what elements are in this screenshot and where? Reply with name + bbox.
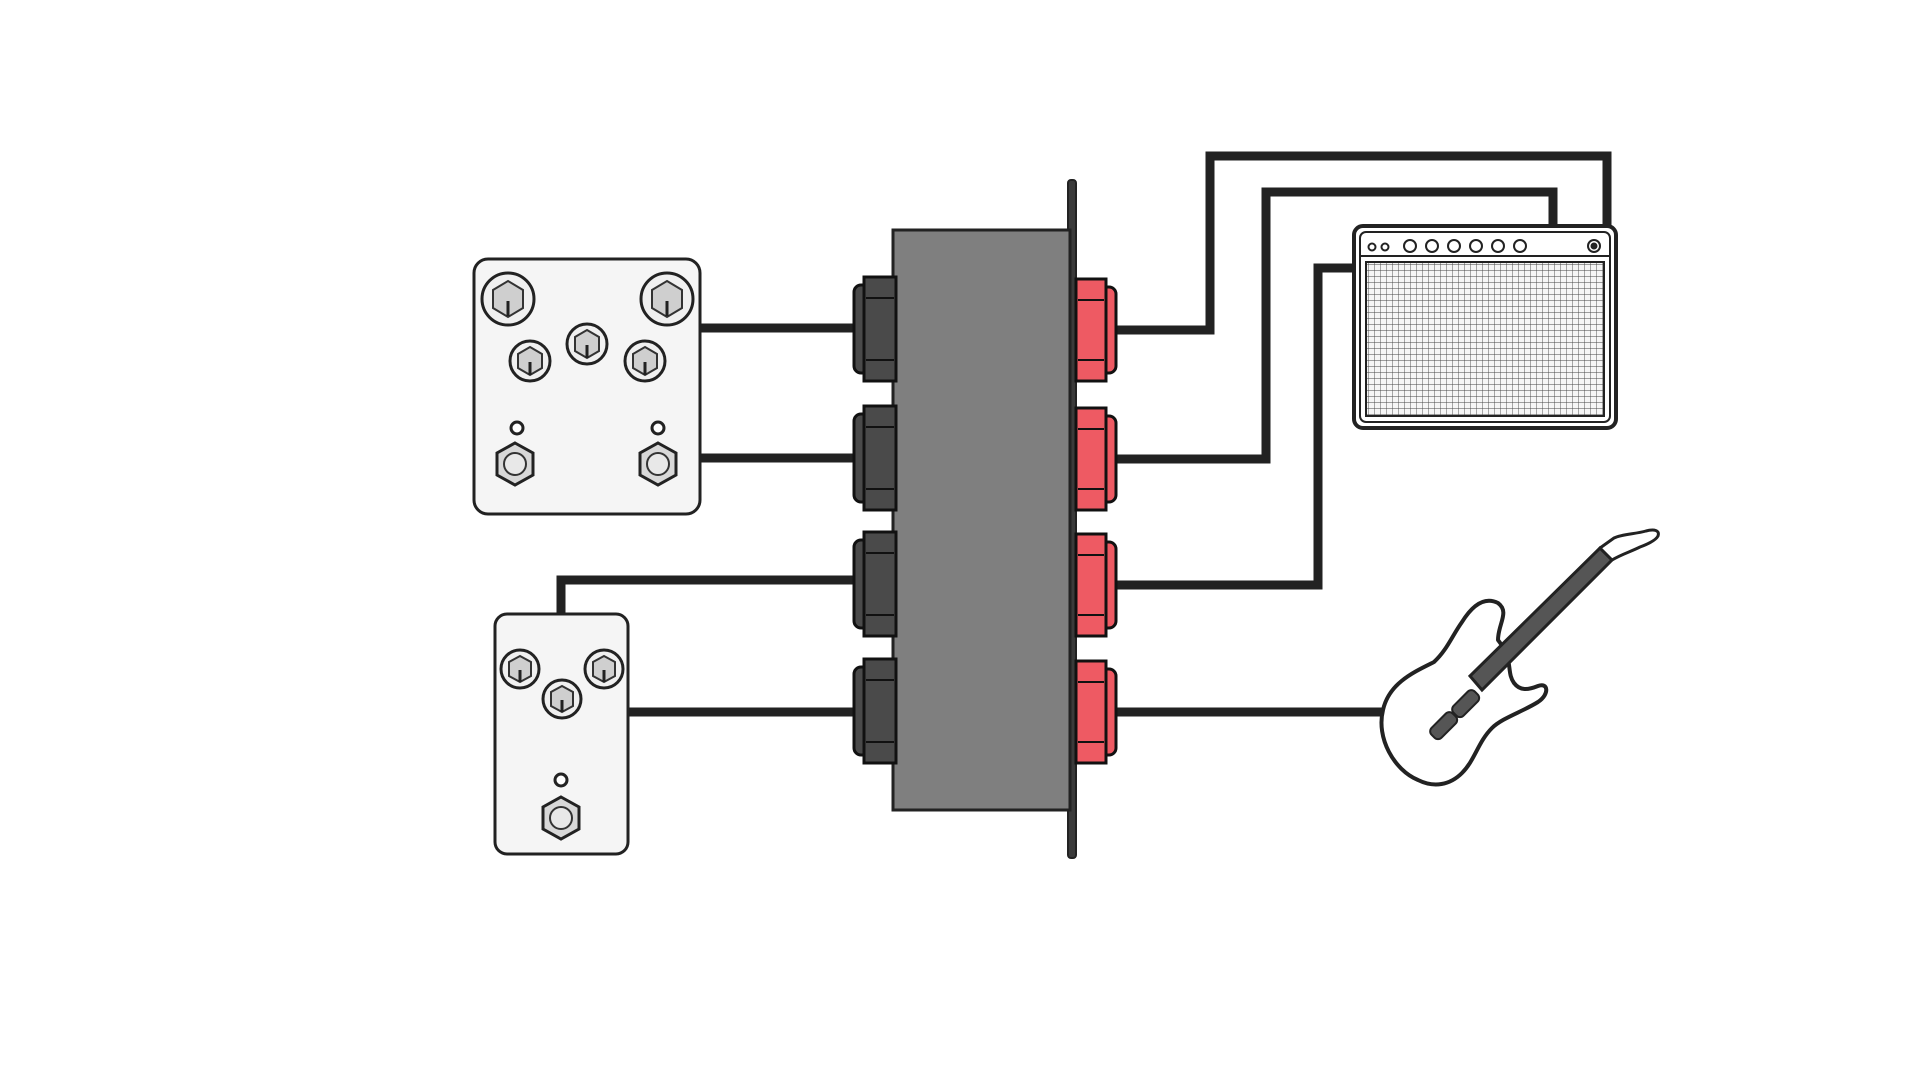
led-icon <box>509 420 525 436</box>
input-jack-icon <box>852 404 898 512</box>
amp-knob-icon <box>1513 239 1527 253</box>
amp-inner-border <box>1359 231 1611 423</box>
input-jack-icon <box>852 657 898 765</box>
knob-icon <box>623 339 667 383</box>
output-jack-icon <box>1074 659 1118 765</box>
knob-icon <box>541 678 583 720</box>
single-effects-pedal-icon <box>493 612 630 856</box>
amp-control-panel <box>1367 239 1601 253</box>
footswitch-icon <box>638 441 678 487</box>
knob-icon <box>565 322 609 366</box>
amp-knob-icon <box>1447 239 1461 253</box>
input-jack-small-icon <box>1380 242 1390 252</box>
patch-bay-icon <box>852 179 1118 859</box>
knob-icon <box>508 339 552 383</box>
guitar-headstock <box>1598 528 1660 562</box>
output-jack-icon <box>1074 532 1118 638</box>
led-icon <box>553 772 569 788</box>
amp-knob-icon <box>1425 239 1439 253</box>
guitar-pickup-icon <box>1429 711 1459 741</box>
speaker-grille <box>1365 261 1605 417</box>
guitar-amp-icon <box>1352 224 1618 430</box>
output-jack-icon <box>1074 406 1118 512</box>
cable-output-1-to-amp <box>1110 151 1612 335</box>
cable-output-2-to-amp <box>1110 187 1558 464</box>
cable-small-pedal-top-to-input-3 <box>556 575 858 616</box>
guitar-body <box>1379 598 1549 787</box>
input-jack-icon <box>852 275 898 383</box>
dual-effects-pedal-icon <box>472 257 702 516</box>
cable-output-3-to-amp <box>1110 263 1354 590</box>
knob-icon <box>480 271 536 327</box>
led-icon <box>650 420 666 436</box>
footswitch-icon <box>495 441 535 487</box>
amp-knob-icon <box>1491 239 1505 253</box>
patch-bay-body <box>891 228 1072 812</box>
footswitch-icon <box>541 795 581 841</box>
guitar-pickup-icon <box>1451 689 1481 719</box>
output-jack-icon <box>1074 277 1118 383</box>
knob-icon <box>499 648 541 690</box>
knob-icon <box>583 648 625 690</box>
input-jack-small-icon <box>1367 242 1377 252</box>
amp-knob-icon <box>1403 239 1417 253</box>
input-jack-icon <box>852 530 898 638</box>
electric-guitar-icon <box>1379 528 1660 787</box>
knob-icon <box>639 271 695 327</box>
cables <box>556 151 1612 717</box>
amp-knob-icon <box>1469 239 1483 253</box>
